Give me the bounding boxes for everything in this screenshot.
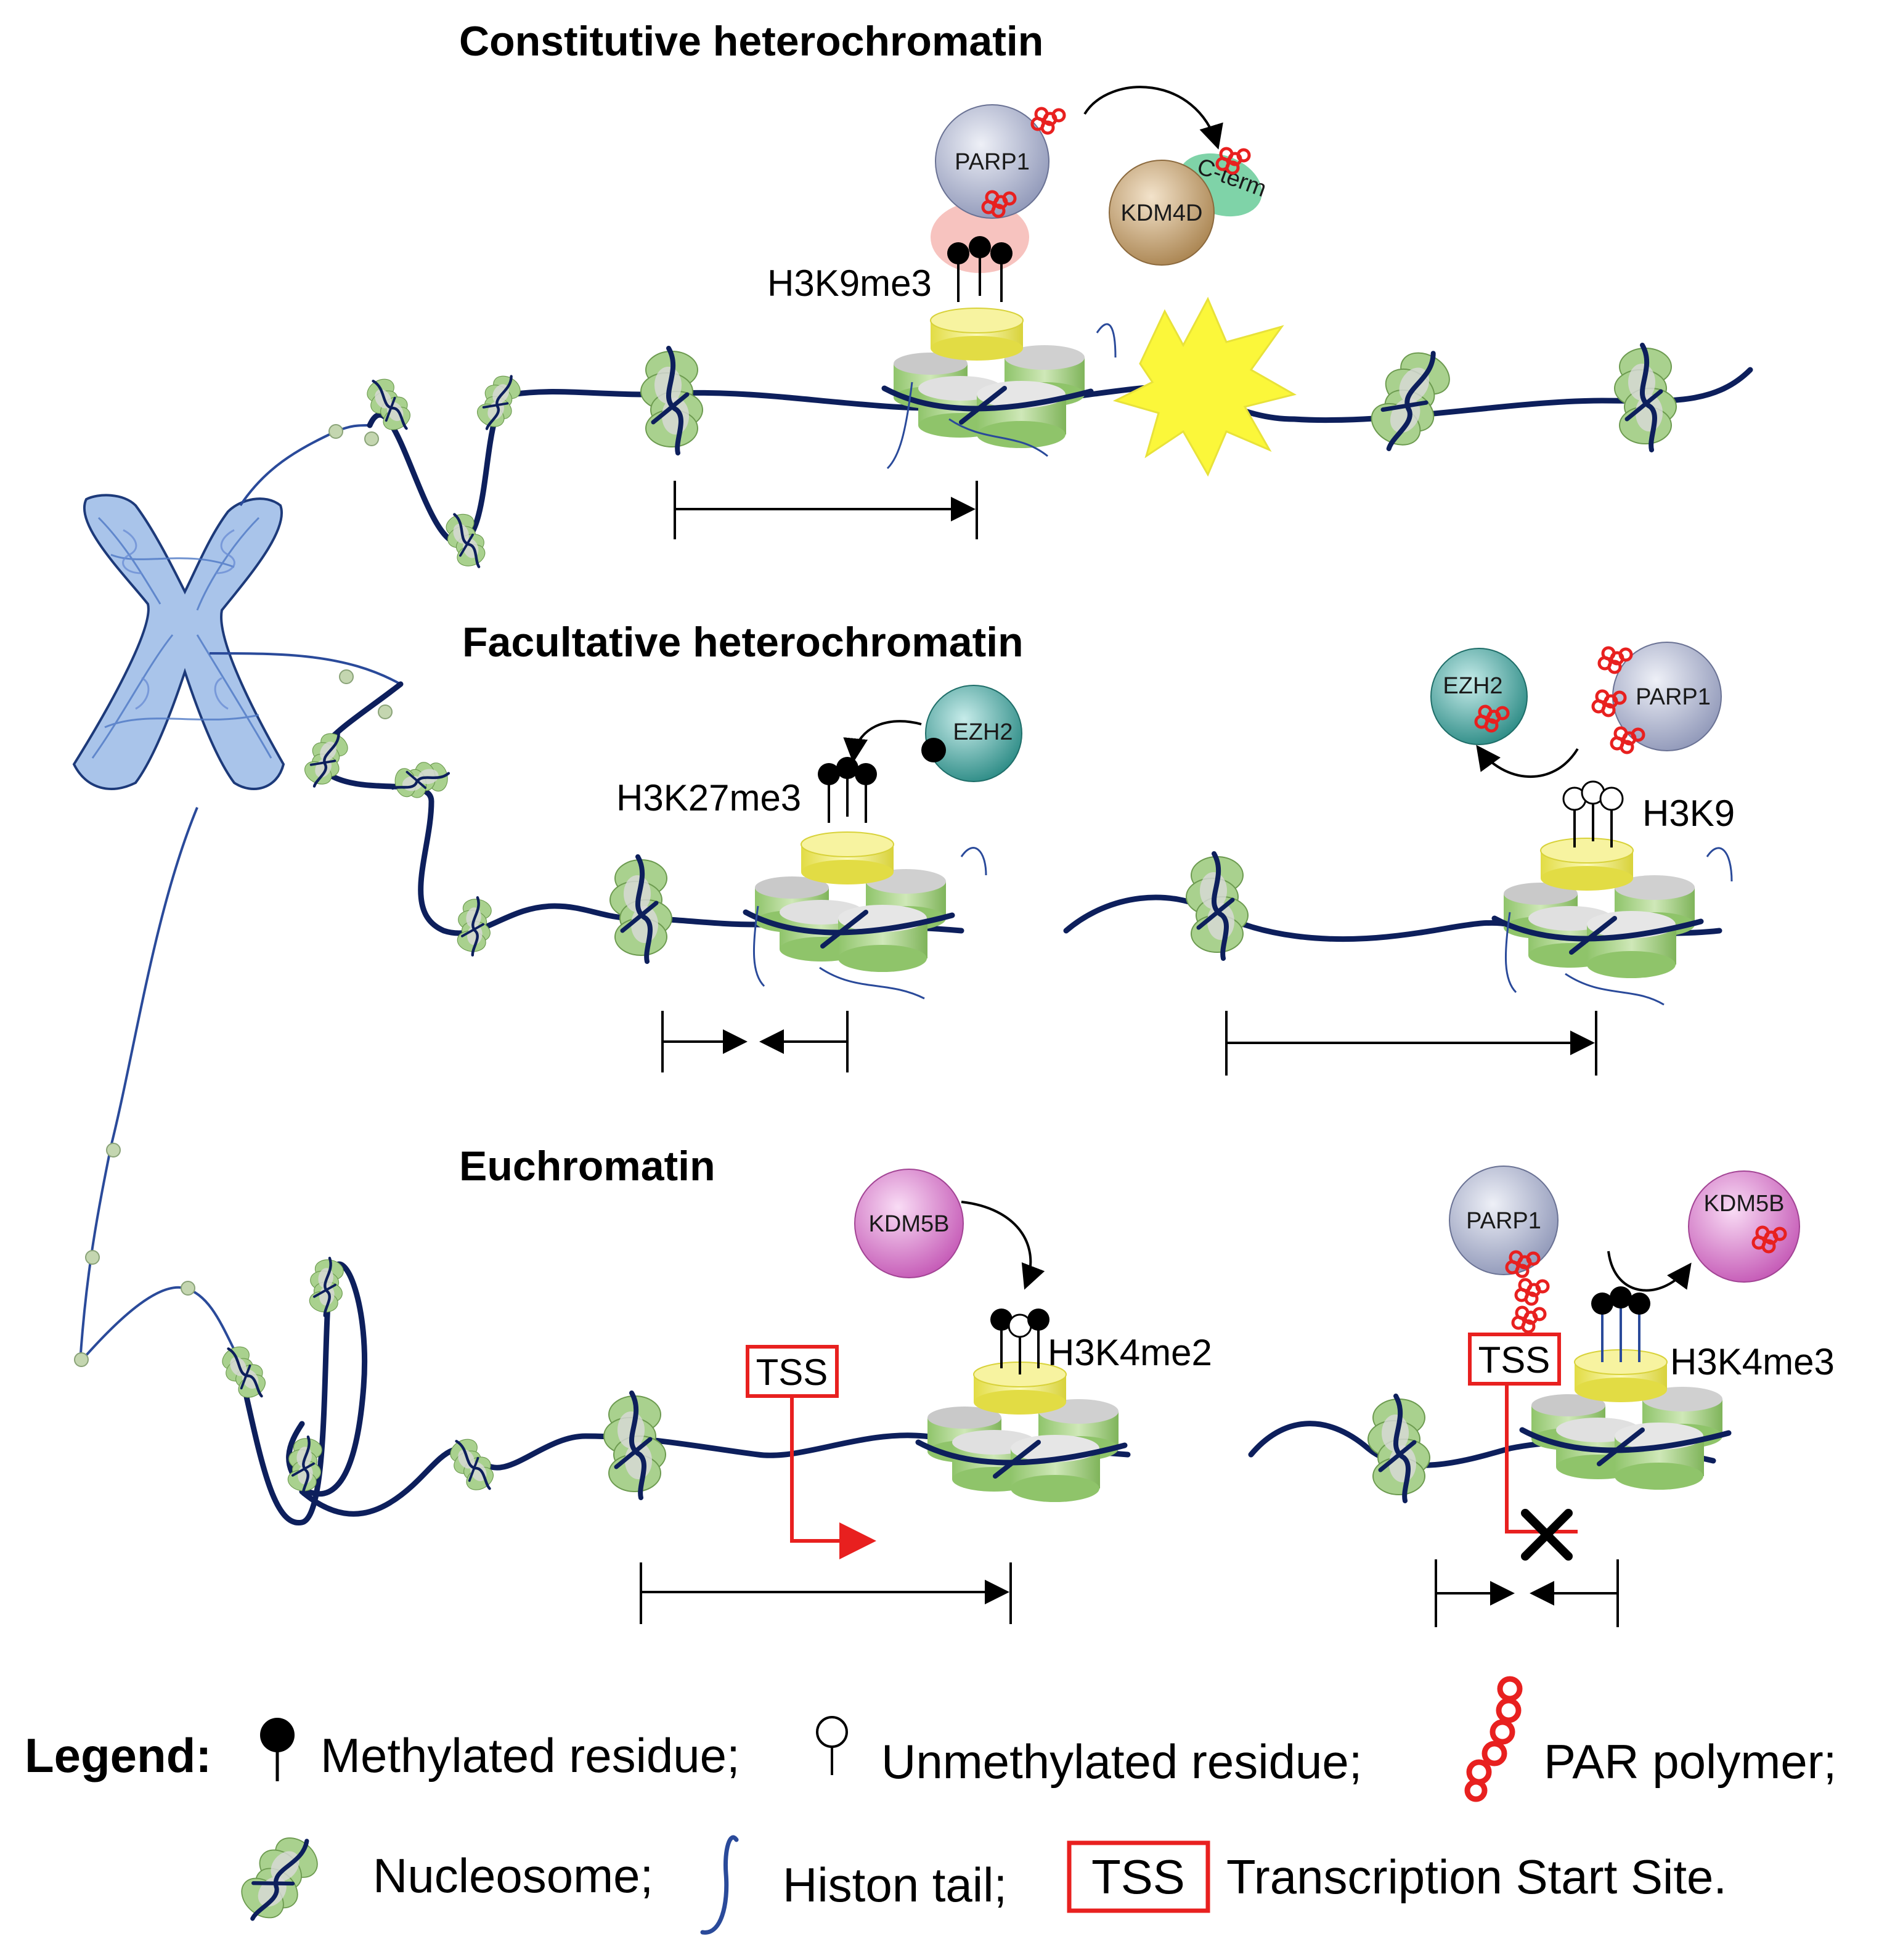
section-title-euchromatin: Euchromatin: [459, 1143, 715, 1190]
nucleosome-large: [1494, 875, 1701, 978]
methylated-residue: [1591, 1292, 1613, 1315]
distance-bar: [640, 1562, 1012, 1624]
legend-methylated: Methylated residue;: [320, 1728, 740, 1782]
mark-label-h3k4me3: H3K4me3: [1670, 1341, 1835, 1382]
modification-arrow: [1607, 1251, 1692, 1292]
methylated-residue: [1610, 1286, 1632, 1309]
kdm4d-label: KDM4D: [1120, 200, 1202, 226]
methylated-residue: [817, 762, 841, 824]
nucleosome: [641, 348, 703, 453]
parp1-label: PARP1: [1466, 1208, 1541, 1234]
methylated-residue: [835, 756, 860, 818]
methylated-residue: [854, 762, 878, 824]
nucleosome-icon: [227, 1825, 330, 1933]
par-polymer: [1032, 108, 1064, 133]
methylated-residue-icon: [260, 1718, 295, 1781]
kdm5b-protein: [854, 1169, 964, 1278]
nucleosome: [1186, 854, 1248, 958]
nucleosome-large: [918, 1399, 1125, 1502]
mark-label-h3k9: H3K9: [1642, 793, 1735, 834]
par-polymer: [1516, 1280, 1548, 1304]
section-title-constitutive: Constitutive heterochromatin: [459, 18, 1043, 65]
legend-unmethylated: Unmethylated residue;: [881, 1734, 1362, 1789]
section-facultative: Facultative heterochromatin H3K27me3 EZH…: [296, 619, 1735, 1076]
unmethylated-residue-icon: [816, 1716, 848, 1775]
legend: Legend: Methylated residue; Unmethylated…: [25, 1676, 1836, 1935]
par-polymer: [1513, 1307, 1545, 1332]
ezh2-protein: [1430, 648, 1528, 745]
kdm5b-protein: [1688, 1170, 1800, 1283]
section-constitutive: Constitutive heterochromatin H3K9me3 PAR…: [360, 18, 1753, 574]
parp1-protein: [935, 104, 1049, 219]
dna-strand: [367, 367, 1753, 546]
methylated-residue: [989, 241, 1014, 303]
kdm4d-protein: [1109, 160, 1215, 266]
kdm5b-label: KDM5B: [1704, 1191, 1785, 1217]
tss-box: [1468, 1333, 1561, 1386]
methylated-residue: [1026, 1307, 1051, 1370]
distance-bar: [661, 1011, 849, 1072]
nucleosome: [610, 857, 672, 962]
nucleosome: [1357, 340, 1463, 461]
blocked-x-icon: [1521, 1509, 1573, 1561]
mark-label-h3k9me3: H3K9me3: [767, 263, 932, 304]
histone-tail-icon: [700, 1835, 739, 1935]
tss-box: [746, 1345, 839, 1398]
nucleosome-large: [746, 869, 952, 972]
chromosome: [72, 494, 285, 790]
parp1-label: PARP1: [1636, 684, 1711, 710]
unmethylated-residue: [1581, 780, 1605, 843]
legend-par-polymer: PAR polymer;: [1544, 1734, 1836, 1789]
modification-arrow: [843, 720, 922, 763]
tss-label: TSS: [756, 1352, 828, 1393]
legend-title: Legend:: [25, 1728, 211, 1782]
chromatin-fibers: [74, 424, 401, 1367]
nucleosome-large: [1522, 1387, 1729, 1490]
distance-bar: [1435, 1559, 1619, 1627]
kdm5b-label: KDM5B: [869, 1211, 950, 1237]
modification-arrow: [1083, 86, 1223, 150]
histone-tail: [886, 323, 1117, 470]
histone-tail: [752, 847, 987, 1000]
nucleosome: [1615, 345, 1676, 450]
par-polymer-icon: [1464, 1676, 1523, 1802]
distance-bar: [1225, 1011, 1597, 1076]
mark-label-h3k27me3: H3K27me3: [616, 777, 801, 819]
legend-histone-tail: Histon tail;: [783, 1858, 1007, 1912]
tss-arrow: [790, 1396, 876, 1559]
ezh2-label: EZH2: [1443, 673, 1502, 699]
legend-nucleosome: Nucleosome;: [373, 1848, 653, 1903]
ezh2-protein: [925, 685, 1022, 782]
methylated-residue: [989, 1307, 1014, 1370]
parp1-label: PARP1: [955, 149, 1030, 175]
nucleosome: [1368, 1396, 1430, 1501]
methylated-residue: [1628, 1292, 1650, 1315]
tss-label: TSS: [1478, 1339, 1551, 1381]
parp1-protein: [1449, 1166, 1559, 1275]
histone-tail: [1504, 847, 1733, 1006]
section-title-facultative: Facultative heterochromatin: [462, 619, 1024, 666]
distance-bar: [674, 481, 978, 539]
ezh2-label: EZH2: [953, 719, 1013, 745]
legend-tss-box-label: TSS: [1091, 1850, 1185, 1904]
tss-box-icon: [1067, 1840, 1210, 1913]
modification-arrow: [961, 1201, 1045, 1290]
dna-break-burst: [1112, 296, 1297, 477]
methylated-residue: [946, 241, 971, 303]
nucleosome-large: [884, 345, 1091, 448]
legend-tss-desc: Transcription Start Site.: [1226, 1850, 1727, 1904]
section-euchromatin: Euchromatin H3K4me2 KDM5B TSS: [215, 1143, 1835, 1627]
nucleosome: [604, 1393, 666, 1498]
modification-arrow: [1476, 745, 1579, 778]
mark-label-h3k4me2: H3K4me2: [1048, 1332, 1212, 1373]
